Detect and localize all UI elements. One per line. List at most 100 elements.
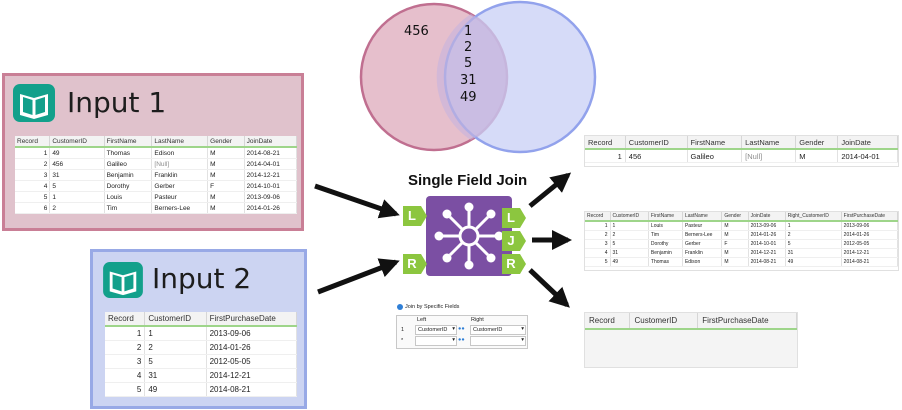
column-header[interactable]: Record <box>585 212 611 222</box>
table-cell: Berners-Lee <box>151 202 209 214</box>
table-cell: 2014-01-26 <box>206 340 298 355</box>
table-cell: M <box>795 149 839 163</box>
column-header[interactable]: Gender <box>207 136 245 148</box>
column-header[interactable]: Gender <box>721 212 749 222</box>
table-cell: Benjamin <box>104 169 153 181</box>
column-header[interactable]: Record <box>105 312 146 327</box>
table-cell: M <box>207 169 245 181</box>
table-cell: M <box>207 158 245 170</box>
column-header[interactable]: Record <box>585 313 631 330</box>
column-header[interactable]: CustomerID <box>144 312 207 327</box>
column-header[interactable]: LastName <box>741 136 797 150</box>
input2-table: Record CustomerID FirstPurchaseDate 1 1 … <box>105 312 298 397</box>
table-cell: 2 <box>785 230 842 240</box>
table-cell: 2014-12-21 <box>841 248 899 258</box>
output-anchor-right[interactable]: R <box>502 254 526 274</box>
column-header[interactable]: FirstPurchaseDate <box>697 313 797 330</box>
column-header[interactable]: FirstPurchaseDate <box>841 212 899 222</box>
table-cell: Franklin <box>682 248 723 258</box>
output-anchor-left[interactable]: L <box>502 208 526 228</box>
table-cell: 1 <box>585 221 611 231</box>
column-header[interactable]: Gender <box>795 136 839 150</box>
column-header[interactable]: Record <box>585 136 626 150</box>
table-cell: 31 <box>144 368 207 383</box>
swap-icon[interactable]: ●● <box>458 337 465 343</box>
table-cell: 2 <box>585 230 611 240</box>
table-row: 1 1 Louis Pasteur M 2013-09-06 1 2013-09… <box>585 221 899 231</box>
table-cell: 2014-01-26 <box>748 230 786 240</box>
column-header[interactable]: JoinDate <box>748 212 786 222</box>
venn-overlap-value: 1 <box>464 24 473 39</box>
table-cell: 5 <box>49 180 105 192</box>
anchor-label: R <box>407 256 417 271</box>
column-header[interactable]: LastName <box>151 136 209 148</box>
venn-overlap-region <box>436 14 508 140</box>
output-anchor-join[interactable]: J <box>502 231 526 251</box>
input-anchor-right[interactable]: R <box>403 254 427 274</box>
input2-panel[interactable]: Input 2 Record CustomerID FirstPurchaseD… <box>90 249 307 409</box>
table-row: 1 456 Galileo [Null] M 2014-04-01 <box>585 149 898 163</box>
column-header[interactable]: CustomerID <box>49 136 105 148</box>
table-cell: 456 <box>625 149 688 163</box>
join-tool-icon[interactable] <box>426 196 512 276</box>
arrow-input1-to-tool <box>314 183 400 219</box>
column-header-right: Right <box>471 317 484 323</box>
column-header[interactable]: FirstName <box>648 212 683 222</box>
anchor-label: L <box>408 208 416 223</box>
table-cell: 3 <box>15 169 51 181</box>
venn-left-only-value: 456 <box>404 24 429 39</box>
right-field-select[interactable]: CustomerID ▾ <box>470 325 526 335</box>
table-cell: Edison <box>682 257 723 267</box>
anchor-label: L <box>507 210 515 225</box>
table-cell: 2012-05-05 <box>206 354 298 369</box>
table-cell: M <box>721 248 749 258</box>
table-cell: 5 <box>610 239 649 249</box>
table-cell: 1 <box>785 221 842 231</box>
column-header[interactable]: FirstPurchaseDate <box>206 312 298 327</box>
left-field-select[interactable]: CustomerID ▾ <box>415 325 457 335</box>
table-cell: 49 <box>144 382 207 397</box>
chevron-down-icon: ▾ <box>521 337 524 343</box>
table-cell: 1 <box>49 191 105 203</box>
table-cell: 2014-04-01 <box>837 149 898 163</box>
column-header[interactable]: JoinDate <box>837 136 898 150</box>
table-cell: Tim <box>648 230 683 240</box>
venn-overlap-value: 31 <box>460 73 477 88</box>
table-cell: 1 <box>105 326 146 341</box>
table-cell: Pasteur <box>151 191 209 203</box>
table-cell: Thomas <box>648 257 683 267</box>
column-header[interactable]: CustomerID <box>610 212 649 222</box>
column-header[interactable]: Record <box>15 136 51 148</box>
left-field-select-empty[interactable]: ▾ <box>415 336 457 346</box>
table-cell: 2 <box>144 340 207 355</box>
right-output-table-box: Record CustomerID FirstPurchaseDate <box>584 312 798 368</box>
column-header[interactable]: JoinDate <box>244 136 298 148</box>
table-cell: M <box>207 147 245 159</box>
venn-overlap-value: 2 <box>464 40 473 55</box>
swap-icon[interactable]: ●● <box>458 326 465 332</box>
column-header[interactable]: CustomerID <box>625 136 688 150</box>
table-cell: 2014-12-21 <box>244 169 298 181</box>
table-cell: Gerber <box>682 239 723 249</box>
input1-panel[interactable]: Input 1 Record CustomerID FirstName Last… <box>2 73 304 231</box>
table-cell: Louis <box>104 191 153 203</box>
join-by-fields-radio[interactable] <box>397 304 403 310</box>
table-row: 5 49 2014-08-21 <box>105 382 298 397</box>
table-cell: 5 <box>585 257 611 267</box>
column-header[interactable]: CustomerID <box>629 313 699 330</box>
column-header[interactable]: FirstName <box>687 136 743 150</box>
table-cell: 2014-01-26 <box>841 230 899 240</box>
table-cell: F <box>207 180 245 192</box>
venn-overlap-value: 49 <box>460 90 477 105</box>
table-cell: 3 <box>105 354 146 369</box>
arrow-tool-to-right-output <box>528 268 570 308</box>
table-cell: 1 <box>585 149 626 163</box>
table-row: 2 456 Galileo [Null] M 2014-04-01 <box>15 158 298 170</box>
input-anchor-left[interactable]: L <box>403 206 427 226</box>
column-header[interactable]: Right_CustomerID <box>785 212 842 222</box>
right-field-select-empty[interactable]: ▾ <box>470 336 526 346</box>
table-cell: 2 <box>15 158 51 170</box>
column-header[interactable]: LastName <box>682 212 723 222</box>
column-header[interactable]: FirstName <box>104 136 153 148</box>
table-cell: Dorothy <box>648 239 683 249</box>
